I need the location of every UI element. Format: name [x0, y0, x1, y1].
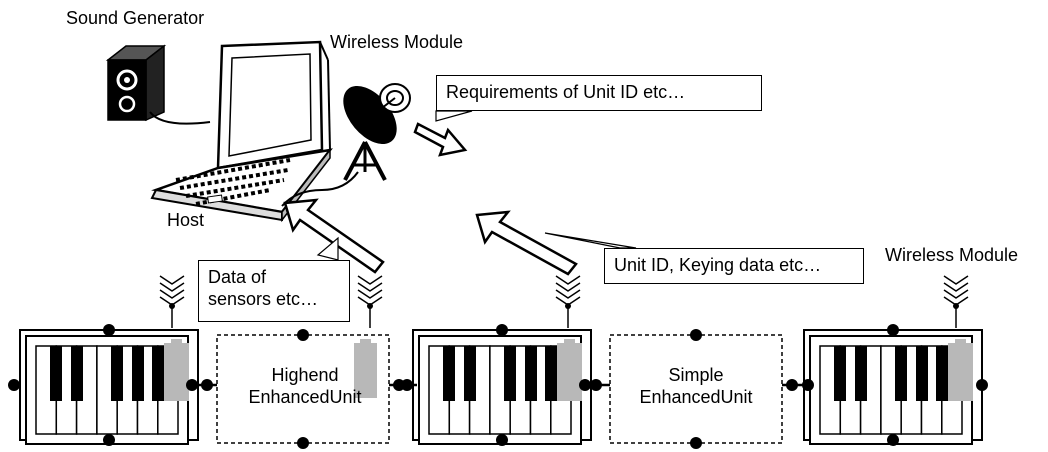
- connector-dots: [8, 303, 988, 449]
- highend-unit-line2: EnhancedUnit: [248, 387, 362, 407]
- simple-unit-line2: EnhancedUnit: [639, 387, 753, 407]
- speaker-icon: [105, 44, 211, 125]
- callout-sensors-line1: Data of: [208, 267, 267, 287]
- host-label: Host: [167, 210, 205, 230]
- callout-pointer-sensors: [316, 236, 339, 261]
- keyboard-unit-3: [803, 329, 983, 445]
- satellite-dish-icon: [343, 83, 411, 181]
- keyboard-unit-2: [412, 329, 592, 445]
- highend-unit-label: Highend EnhancedUnit: [225, 364, 385, 408]
- callout-unit-keying: Unit ID, Keying data etc…: [604, 248, 864, 284]
- callout-requirements: Requirements of Unit ID etc…: [436, 75, 762, 111]
- laptop-icon: [150, 40, 359, 223]
- arrow-requirements: [413, 122, 468, 157]
- arrow-sensors: [283, 198, 385, 274]
- callout-pointer-requirements: [435, 110, 473, 122]
- antenna-icon: [555, 275, 581, 329]
- keyboard-unit-1: [19, 329, 199, 445]
- simple-unit-line1: Simple: [668, 365, 724, 385]
- arrow-unit-keying: [475, 210, 578, 276]
- wireless-module-label-top: Wireless Module: [330, 32, 464, 52]
- antenna-icon: [159, 275, 185, 329]
- antenna-icon: [943, 275, 969, 329]
- callout-sensors: Data of sensors etc…: [198, 260, 350, 322]
- sound-generator-label: Sound Generator: [66, 8, 205, 28]
- callout-sensors-line2: sensors etc…: [208, 289, 319, 309]
- highend-unit-line1: Highend: [271, 365, 339, 385]
- callout-pointer-unit-keying: [544, 232, 637, 249]
- simple-unit-label: Simple EnhancedUnit: [616, 364, 776, 408]
- antenna-icon: [357, 275, 383, 329]
- wireless-module-label-right: Wireless Module: [885, 245, 1019, 265]
